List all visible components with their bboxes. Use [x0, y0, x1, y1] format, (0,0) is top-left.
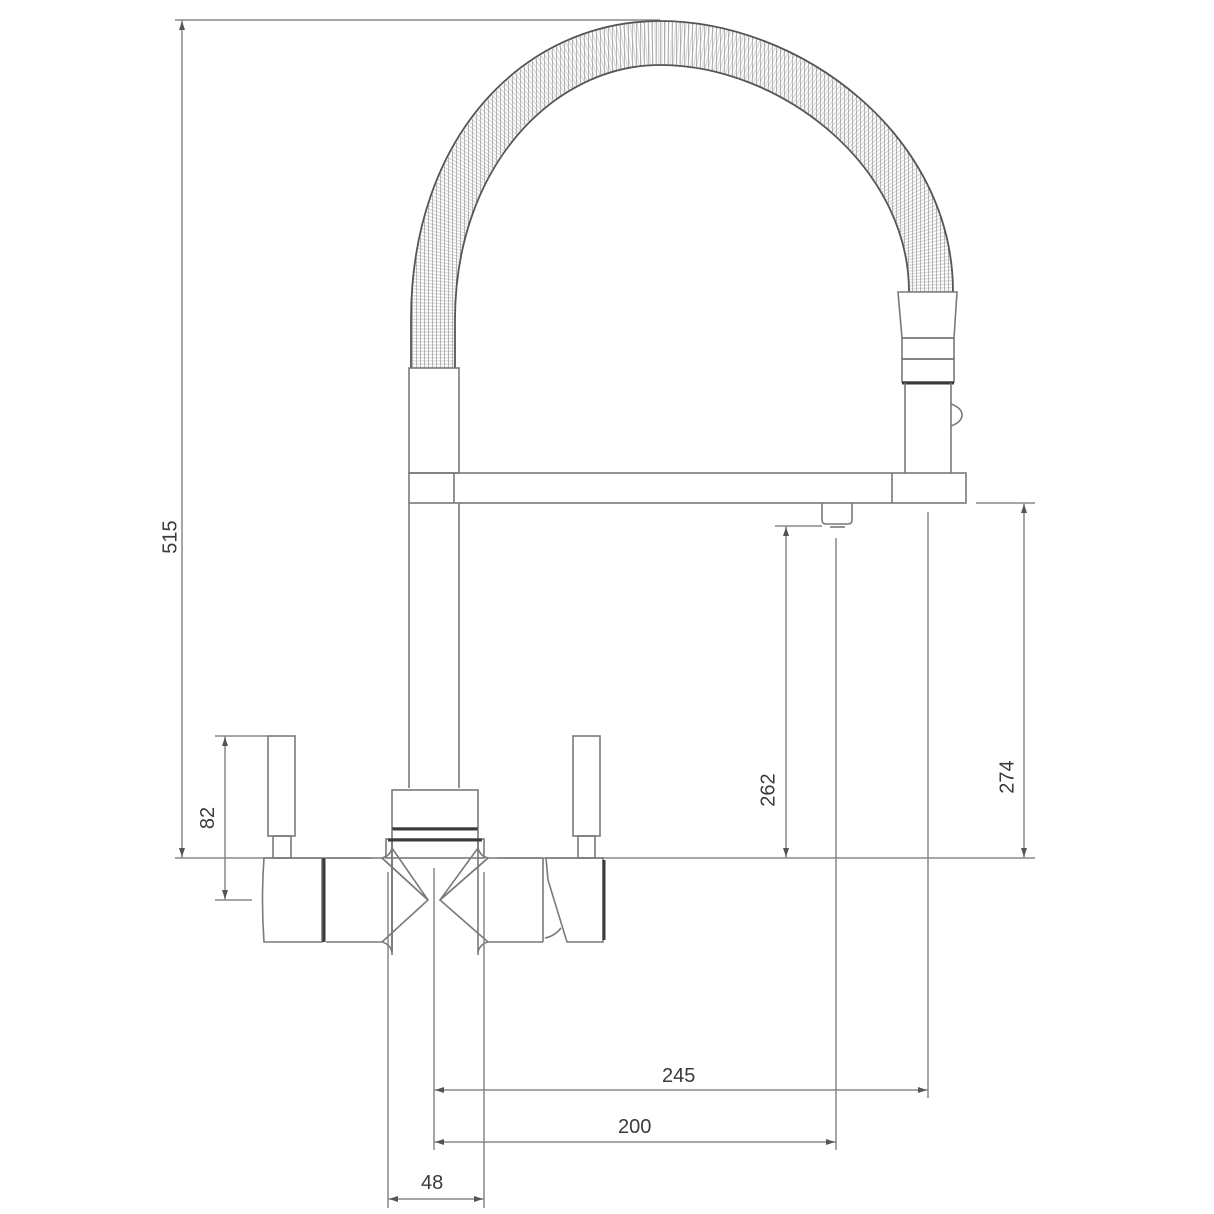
dim-label-48: 48 — [421, 1172, 444, 1194]
lower-column — [391, 838, 479, 955]
dim-label-200: 200 — [618, 1116, 652, 1138]
dimension-200 — [434, 1139, 836, 1145]
right-lever — [572, 735, 601, 859]
spout-bar — [408, 472, 967, 504]
flexible-hose-arc — [410, 20, 954, 368]
mixer-body — [261, 829, 606, 953]
spray-head — [897, 291, 963, 473]
dimension-48 — [388, 1196, 484, 1202]
extension-lines — [387, 512, 929, 1208]
dimension-274 — [976, 502, 1035, 858]
dim-label-262: 262 — [757, 773, 780, 807]
aerator — [821, 503, 853, 528]
dimension-515 — [175, 19, 660, 858]
left-lever — [267, 735, 296, 859]
base-plate — [385, 838, 485, 859]
dimension-82 — [215, 735, 268, 901]
dim-label-515: 515 — [159, 520, 182, 554]
spray-button-icon — [950, 403, 963, 427]
mixer-collar — [391, 789, 479, 831]
main-stem — [408, 367, 460, 788]
dim-label-274: 274 — [996, 760, 1019, 794]
dimension-262 — [775, 525, 822, 858]
dimension-245 — [434, 1087, 928, 1093]
dim-label-245: 245 — [662, 1065, 696, 1087]
dim-label-82: 82 — [197, 806, 220, 830]
